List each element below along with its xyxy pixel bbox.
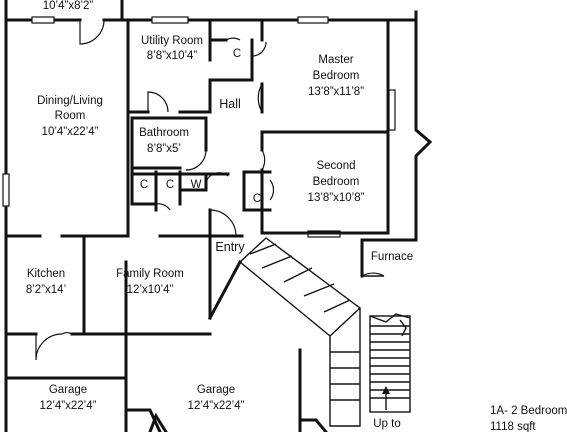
- kitchen-name: Kitchen: [27, 268, 65, 280]
- hall-name: Hall: [219, 97, 241, 111]
- family-name: Family Room: [116, 268, 184, 280]
- up-to-label: Up to: [373, 418, 401, 430]
- bathroom-dims: 8’8”x5’: [147, 143, 181, 155]
- furnace-name: Furnace: [371, 251, 413, 263]
- second-dims: 13’8”x10’8”: [308, 192, 365, 204]
- dining-name-1: Dining/Living: [37, 95, 103, 107]
- caption-line-2: 1118 sqft: [490, 421, 536, 432]
- entry-name: Entry: [215, 240, 245, 254]
- dining-dims: 10’4”x22’4”: [42, 126, 99, 138]
- room-labels: 10’4”x8’2” Dining/Living Room 10’4”x22’4…: [26, 0, 413, 430]
- bath-closet-2-label: C: [166, 179, 174, 191]
- washer-label: W: [191, 179, 202, 191]
- top-room-dims: 10’4”x8’2”: [43, 0, 94, 12]
- master-closet-label: C: [233, 48, 241, 60]
- second-name-2: Bedroom: [313, 176, 360, 188]
- bath-closet-1-label: C: [140, 179, 148, 191]
- kitchen-dims: 8’2”x14’: [26, 284, 66, 296]
- garage-2-dims: 12’4”x22’4”: [188, 400, 245, 412]
- dining-name-2: Room: [55, 110, 86, 122]
- master-name-1: Master: [318, 54, 353, 66]
- interior-walls: [4, 18, 418, 380]
- utility-dims: 8’8”x10’4”: [147, 50, 198, 62]
- utility-name: Utility Room: [141, 35, 203, 47]
- garage-2-name: Garage: [197, 384, 235, 396]
- second-name-1: Second: [316, 160, 355, 172]
- master-name-2: Bedroom: [313, 70, 360, 82]
- bathroom-name: Bathroom: [139, 127, 189, 139]
- garage-1-name: Garage: [49, 384, 87, 396]
- garage-1-dims: 12’4”x22’4”: [40, 400, 97, 412]
- second-closet-label: C: [253, 193, 261, 205]
- caption-line-1: 1A- 2 Bedroom: [490, 405, 567, 417]
- master-dims: 13’8”x11’8”: [308, 86, 364, 98]
- exterior-walls: [4, 0, 433, 432]
- plan-caption: 1A- 2 Bedroom 1118 sqft: [490, 405, 567, 432]
- stair-treads: [370, 325, 410, 399]
- doors: [35, 19, 385, 361]
- stairs: [207, 237, 411, 427]
- family-dims: 12’x10’4”: [127, 284, 174, 296]
- arrowhead-icon: [382, 386, 390, 394]
